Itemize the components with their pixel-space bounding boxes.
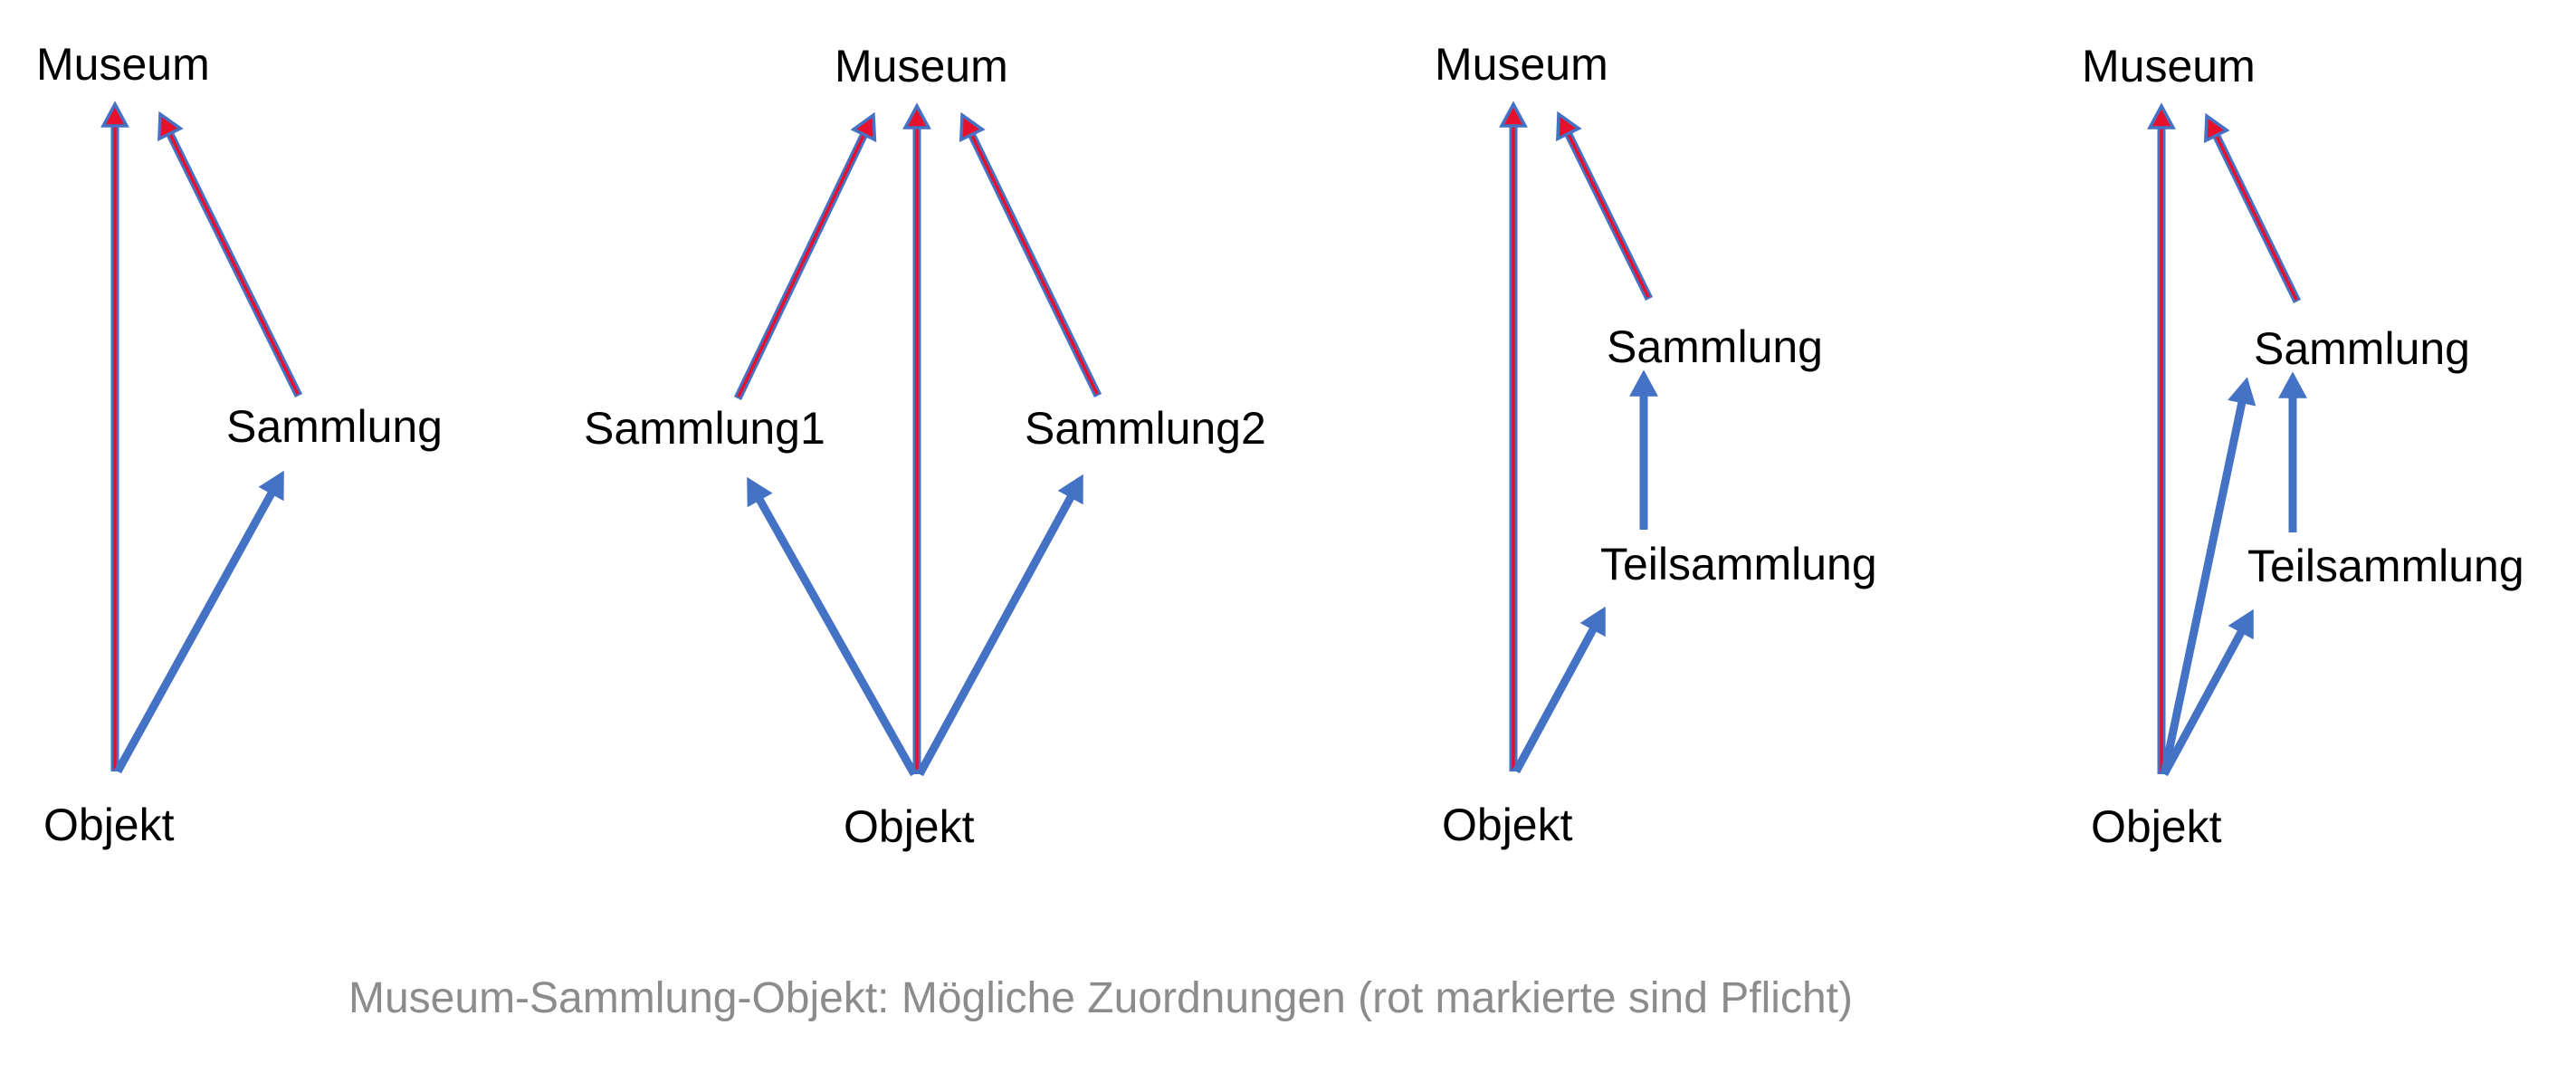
label-museum: Museum xyxy=(2082,41,2256,91)
label-objekt: Objekt xyxy=(1442,800,1573,850)
diagram-3: Museum Sammlung Teilsammlung Objekt xyxy=(1435,39,1877,850)
arrow-mandatory-core xyxy=(969,133,1099,395)
arrow-head xyxy=(1629,369,1658,397)
diagram-2: Museum Sammlung1 Sammlung2 Objekt xyxy=(584,41,1266,852)
arrow-teilsammlung-to-sammlung xyxy=(1629,369,1658,530)
arrow-head xyxy=(959,111,986,143)
label-objekt: Objekt xyxy=(2091,801,2222,852)
arrow-teilsammlung-to-sammlung xyxy=(2278,371,2307,532)
arrow-head xyxy=(1556,110,1582,142)
arrow-shaft xyxy=(754,494,918,777)
label-sammlung: Sammlung xyxy=(1607,321,1823,372)
arrow-objekt-to-museum xyxy=(1499,101,1528,771)
arrow-shaft xyxy=(2160,398,2247,775)
label-objekt: Objekt xyxy=(43,800,175,850)
arrow-head xyxy=(2228,377,2256,407)
arrow-sammlung1-to-museum xyxy=(733,111,877,400)
arrow-sammlung-to-museum xyxy=(157,110,303,398)
arrow-head xyxy=(850,111,877,143)
arrow-sammlung-to-museum xyxy=(1556,110,1654,301)
arrow-mandatory-core xyxy=(737,133,866,398)
label-sammlung1: Sammlung1 xyxy=(584,403,825,454)
arrow-sammlung-to-museum xyxy=(2203,112,2302,303)
arrow-head xyxy=(2203,112,2230,144)
arrow-objekt-to-museum xyxy=(902,102,931,774)
arrow-head xyxy=(1499,101,1528,128)
arrow-objekt-to-teilsammlung xyxy=(2161,608,2254,777)
arrow-head xyxy=(902,102,931,129)
label-teilsammlung: Teilsammlung xyxy=(2247,541,2524,591)
arrow-head xyxy=(258,470,284,502)
arrow-objekt-to-sammlung xyxy=(2160,377,2256,775)
arrow-mandatory-core xyxy=(2214,134,2298,301)
arrow-objekt-to-sammlung xyxy=(114,470,284,774)
label-museum: Museum xyxy=(835,41,1008,91)
label-sammlung: Sammlung xyxy=(2254,323,2470,374)
arrow-shaft xyxy=(916,493,1076,777)
arrow-head xyxy=(100,101,129,128)
arrow-head xyxy=(2278,371,2307,398)
arrow-mandatory-core xyxy=(1566,132,1650,298)
diagram-caption: Museum-Sammlung-Objekt: Mögliche Zuordnu… xyxy=(348,974,1853,1022)
diagram-1: Museum Sammlung Objekt xyxy=(36,39,443,850)
diagram-4: Museum Sammlung Teilsammlung Objekt xyxy=(2082,41,2524,852)
arrow-shaft xyxy=(1512,625,1598,774)
label-sammlung2: Sammlung2 xyxy=(1025,403,1266,454)
arrow-objekt-to-sammlung1 xyxy=(747,476,918,777)
arrow-shaft xyxy=(2161,628,2247,777)
arrow-objekt-to-museum xyxy=(2147,102,2176,774)
label-teilsammlung: Teilsammlung xyxy=(1600,539,1877,589)
label-objekt: Objekt xyxy=(844,801,975,852)
arrow-sammlung2-to-museum xyxy=(959,111,1102,398)
arrow-head xyxy=(2228,608,2254,640)
arrow-head xyxy=(157,110,184,142)
arrow-head xyxy=(747,476,773,508)
arrow-objekt-to-teilsammlung xyxy=(1512,606,1606,774)
label-museum: Museum xyxy=(1435,39,1608,90)
arrow-mandatory-core xyxy=(168,132,300,395)
label-sammlung: Sammlung xyxy=(226,401,443,452)
arrow-objekt-to-sammlung2 xyxy=(916,474,1083,777)
arrow-objekt-to-museum xyxy=(100,101,129,771)
label-museum: Museum xyxy=(36,39,210,90)
arrow-head xyxy=(2147,102,2176,129)
arrow-shaft xyxy=(114,489,277,774)
arrow-head xyxy=(1579,606,1606,637)
arrow-head xyxy=(1057,474,1083,505)
